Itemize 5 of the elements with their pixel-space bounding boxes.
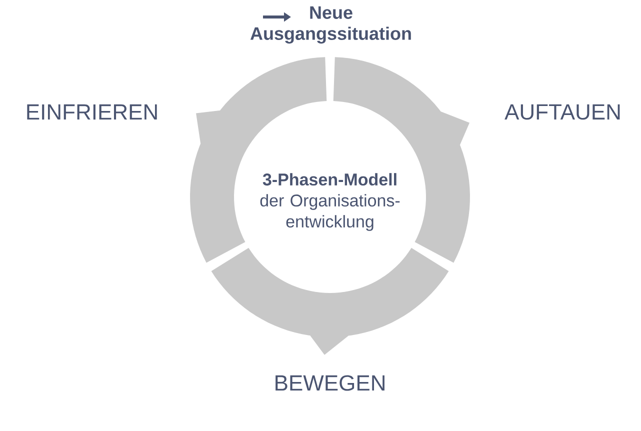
center-text: 3-Phasen-Modell der Organisations-entwicklung xyxy=(260,173,400,231)
heading-text: Neue Ausgangssituation xyxy=(250,6,411,44)
phase-label: BEWEGEN xyxy=(276,375,384,391)
phase-label: EINFRIEREN xyxy=(27,104,157,120)
phase-label: AUFTAUEN xyxy=(504,104,620,120)
